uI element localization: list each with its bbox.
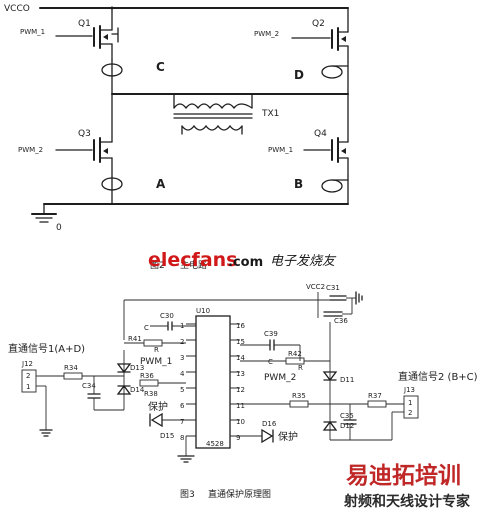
c30-label: C30 <box>160 312 174 320</box>
ground-symbol <box>31 203 57 223</box>
r37-label: R37 <box>368 392 382 400</box>
node-d-label: D <box>294 68 304 82</box>
r35-label: R35 <box>292 392 306 400</box>
q4-ref: Q4 <box>314 129 327 139</box>
j13-pin-1: 1 <box>408 399 412 407</box>
ic-pin-14: 14 <box>236 354 245 362</box>
q2-gate-label: PWM_2 <box>254 30 279 38</box>
diode-d14: D14 <box>116 384 145 395</box>
ic-pin-6: 6 <box>180 402 185 410</box>
pwm1-label: PWM_1 <box>140 357 172 367</box>
r34-label: R34 <box>64 364 78 372</box>
protect-label-1: 保护 <box>148 400 168 413</box>
ic-pin-4: 4 <box>180 370 185 378</box>
ic-pin-13: 13 <box>236 370 245 378</box>
connector-j12: J12 <box>21 360 33 368</box>
diode-d13: D13 <box>116 350 144 410</box>
ic-pin-8: 8 <box>180 434 184 442</box>
svg-text:D13: D13 <box>130 364 144 372</box>
sensor-ring-c-left <box>101 59 123 95</box>
input-left-label: 直通信号1(A+D) <box>8 342 85 355</box>
ic-pin-11: 11 <box>236 402 245 410</box>
elecfans-watermark: elecfans .com 电子发烧友 <box>148 249 337 271</box>
q1-gate-label: PWM_1 <box>20 28 45 36</box>
node-b-label: B <box>294 177 303 191</box>
ic-u10-body <box>195 315 231 449</box>
figure-2-protection: VCC2 C31 C36 U10 4528 1 2 3 4 5 6 7 8 16… <box>8 283 478 500</box>
switch-q4: Q4 PWM_1 <box>268 93 349 177</box>
diode-d16: D16 保护 <box>240 420 298 444</box>
ic-pin-7: 7 <box>180 418 184 426</box>
j12-pin-1: 1 <box>26 383 30 391</box>
ic-pin-2: 2 <box>180 338 184 346</box>
transformer-tx1: TX1 <box>173 93 279 135</box>
q3-ref: Q3 <box>78 129 91 139</box>
diode-d11: D11 <box>322 371 354 384</box>
switch-q1: Q1 PWM_1 <box>20 7 119 61</box>
q4-gate-label: PWM_1 <box>268 146 293 154</box>
r38-label: R38 <box>144 390 158 398</box>
c36-label: C36 <box>334 317 348 325</box>
ic-pin-16: 16 <box>236 322 245 330</box>
c35-label: C35 <box>340 412 354 420</box>
sensor-ring-d-right <box>321 61 349 95</box>
protect-label-2: 保护 <box>278 430 298 443</box>
tx1-label: TX1 <box>261 109 279 119</box>
ic-part: 4528 <box>206 440 224 448</box>
figure-1-caption-prefix: 图2 <box>150 260 165 271</box>
figure-1-full-bridge: VCCO Q1 PWM_1 C Q2 PWM_2 <box>4 4 349 271</box>
c31-label: C31 <box>326 284 340 292</box>
ic-pin-9: 9 <box>236 434 240 442</box>
c39-label: C39 <box>264 330 278 338</box>
q1-ref: Q1 <box>78 19 91 29</box>
ic-pin-3: 3 <box>180 354 184 362</box>
figure-2-caption-text: 直通保护原理图 <box>208 488 271 500</box>
vcc-label: VCCO <box>4 4 30 14</box>
ic-pin-5: 5 <box>180 386 184 394</box>
q3-gate-label: PWM_2 <box>18 146 43 154</box>
switch-q2: Q2 PWM_2 <box>254 7 349 63</box>
svg-text:D15: D15 <box>160 432 174 440</box>
diode-d12: D12 <box>322 420 354 431</box>
ic-pin-15: 15 <box>236 338 245 346</box>
ic-ref: U10 <box>196 307 210 315</box>
svg-text:D14: D14 <box>130 386 145 394</box>
input-right-label: 直通信号2 (B+C) <box>398 370 478 383</box>
r-small-label: R <box>154 346 159 354</box>
r42-label: R42 <box>288 350 302 358</box>
connector-j13: J13 <box>403 386 415 394</box>
svg-text:D12: D12 <box>340 422 354 430</box>
banner-subtitle: 射频和天线设计专家 <box>343 493 471 510</box>
j12-pin-2: 2 <box>26 372 30 380</box>
r36-label: R36 <box>140 372 154 380</box>
node-a-label: A <box>156 177 166 191</box>
vcc2-label: VCC2 <box>306 283 325 291</box>
watermark-brand: elecfans <box>148 249 237 271</box>
sensor-ring-b-right <box>321 175 349 205</box>
training-banner: 易迪拓培训 射频和天线设计专家 <box>343 462 471 510</box>
figure-1-caption-text: 主电路 <box>180 259 207 271</box>
c-right-small: C <box>268 358 273 366</box>
c-small-label: C <box>144 324 149 332</box>
r-right-small: R <box>298 364 303 372</box>
watermark-tagline: 电子发烧友 <box>270 254 337 269</box>
diode-d15: 保护 D15 <box>148 400 186 440</box>
switch-q3: Q3 PWM_2 <box>18 93 113 177</box>
r41-label: R41 <box>128 335 142 343</box>
ic-pin-10: 10 <box>236 418 245 426</box>
node-c-label: C <box>156 60 165 74</box>
figure-2-caption-prefix: 图3 <box>180 489 195 500</box>
ground-label: 0 <box>56 223 62 233</box>
banner-title: 易迪拓培训 <box>346 462 461 489</box>
svg-text:D11: D11 <box>340 376 354 384</box>
sensor-ring-a-left <box>101 175 123 205</box>
watermark-domain: .com <box>228 255 263 270</box>
pwm2-label: PWM_2 <box>264 373 296 383</box>
j13-pin-2: 2 <box>408 409 412 417</box>
ic-pin-12: 12 <box>236 386 245 394</box>
svg-text:D16: D16 <box>262 420 277 428</box>
c34-label: C34 <box>82 382 96 390</box>
q2-ref: Q2 <box>312 19 325 29</box>
